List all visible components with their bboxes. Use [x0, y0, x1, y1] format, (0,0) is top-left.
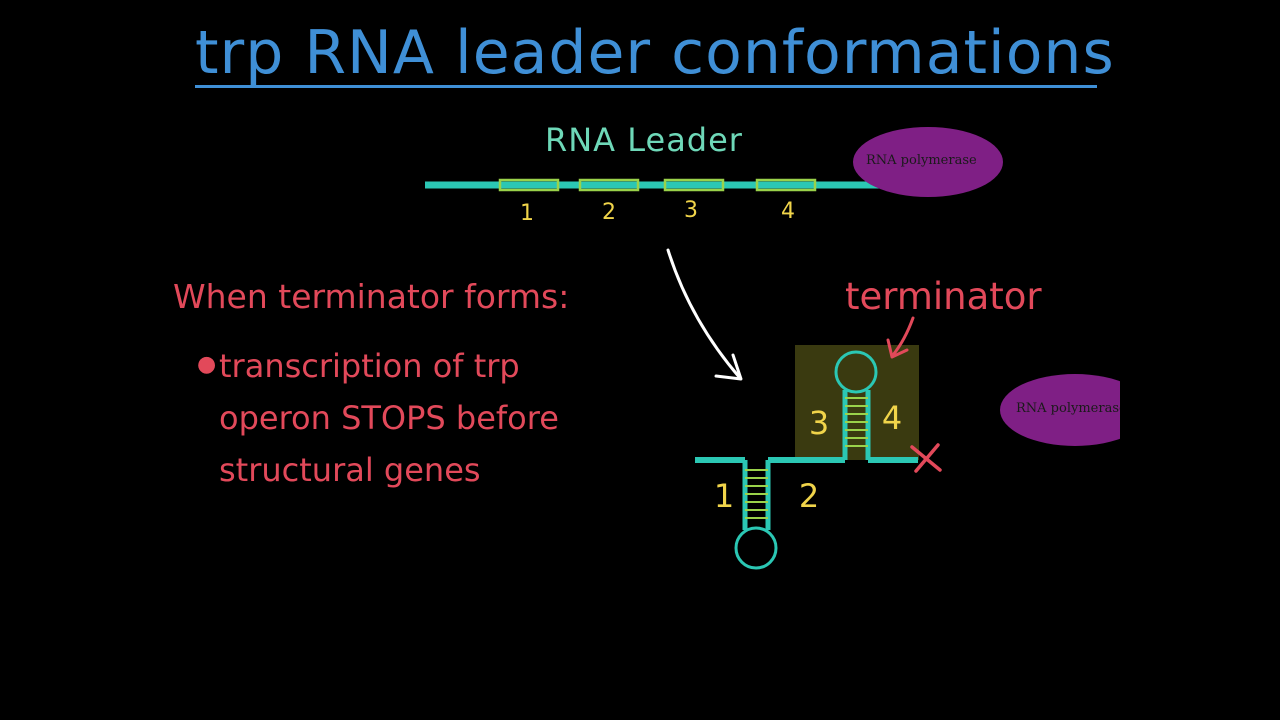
- stem-label-4: 4: [881, 399, 903, 437]
- pointer-arrow-head-icon: [886, 338, 909, 359]
- hairpin-34-loop: [834, 350, 878, 394]
- region-box-3: [663, 178, 725, 192]
- curved-arrow-icon: [666, 248, 742, 380]
- region-number-3: 3: [684, 198, 698, 223]
- terminator-label: terminator: [845, 275, 1042, 318]
- arrow-head-icon: [714, 353, 743, 381]
- hairpin-12-base-pairs: [745, 469, 768, 519]
- region-number-4: 4: [781, 199, 795, 224]
- hairpin-34-base-pairs: [845, 397, 868, 447]
- terminator-highlight: [795, 345, 919, 460]
- stem-label-1: 1: [713, 477, 735, 515]
- bullet-dot: ●: [197, 352, 217, 377]
- rna-leader-label: RNA Leader: [545, 121, 743, 159]
- title-underline: [195, 85, 1097, 88]
- rna-polymerase-top: [853, 127, 1003, 197]
- bullet-line-3: structural genes: [219, 451, 481, 489]
- slide-title: trp RNA leader conformations: [195, 18, 1115, 88]
- region-box-4: [755, 178, 817, 192]
- region-box-2: [578, 178, 640, 192]
- region-number-1: 1: [520, 201, 534, 226]
- bullet-line-1: transcription of trp: [219, 347, 520, 385]
- polymerase-label-bottom: RNA polymerase: [1016, 401, 1120, 416]
- stem-label-3: 3: [808, 404, 830, 442]
- stem-label-2: 2: [798, 477, 820, 515]
- rna-polymerase-bottom: [1000, 374, 1120, 446]
- polymerase-label-top: RNA polymerase: [866, 153, 977, 168]
- curved-arrow-icon: [891, 316, 915, 357]
- x-mark-icon: [910, 443, 942, 473]
- bullet-line-2: operon STOPS before: [219, 399, 559, 437]
- terminator-heading: When terminator forms:: [173, 277, 570, 316]
- region-box-1: [498, 178, 560, 192]
- hairpin-12-loop: [734, 526, 778, 570]
- region-number-2: 2: [602, 200, 616, 225]
